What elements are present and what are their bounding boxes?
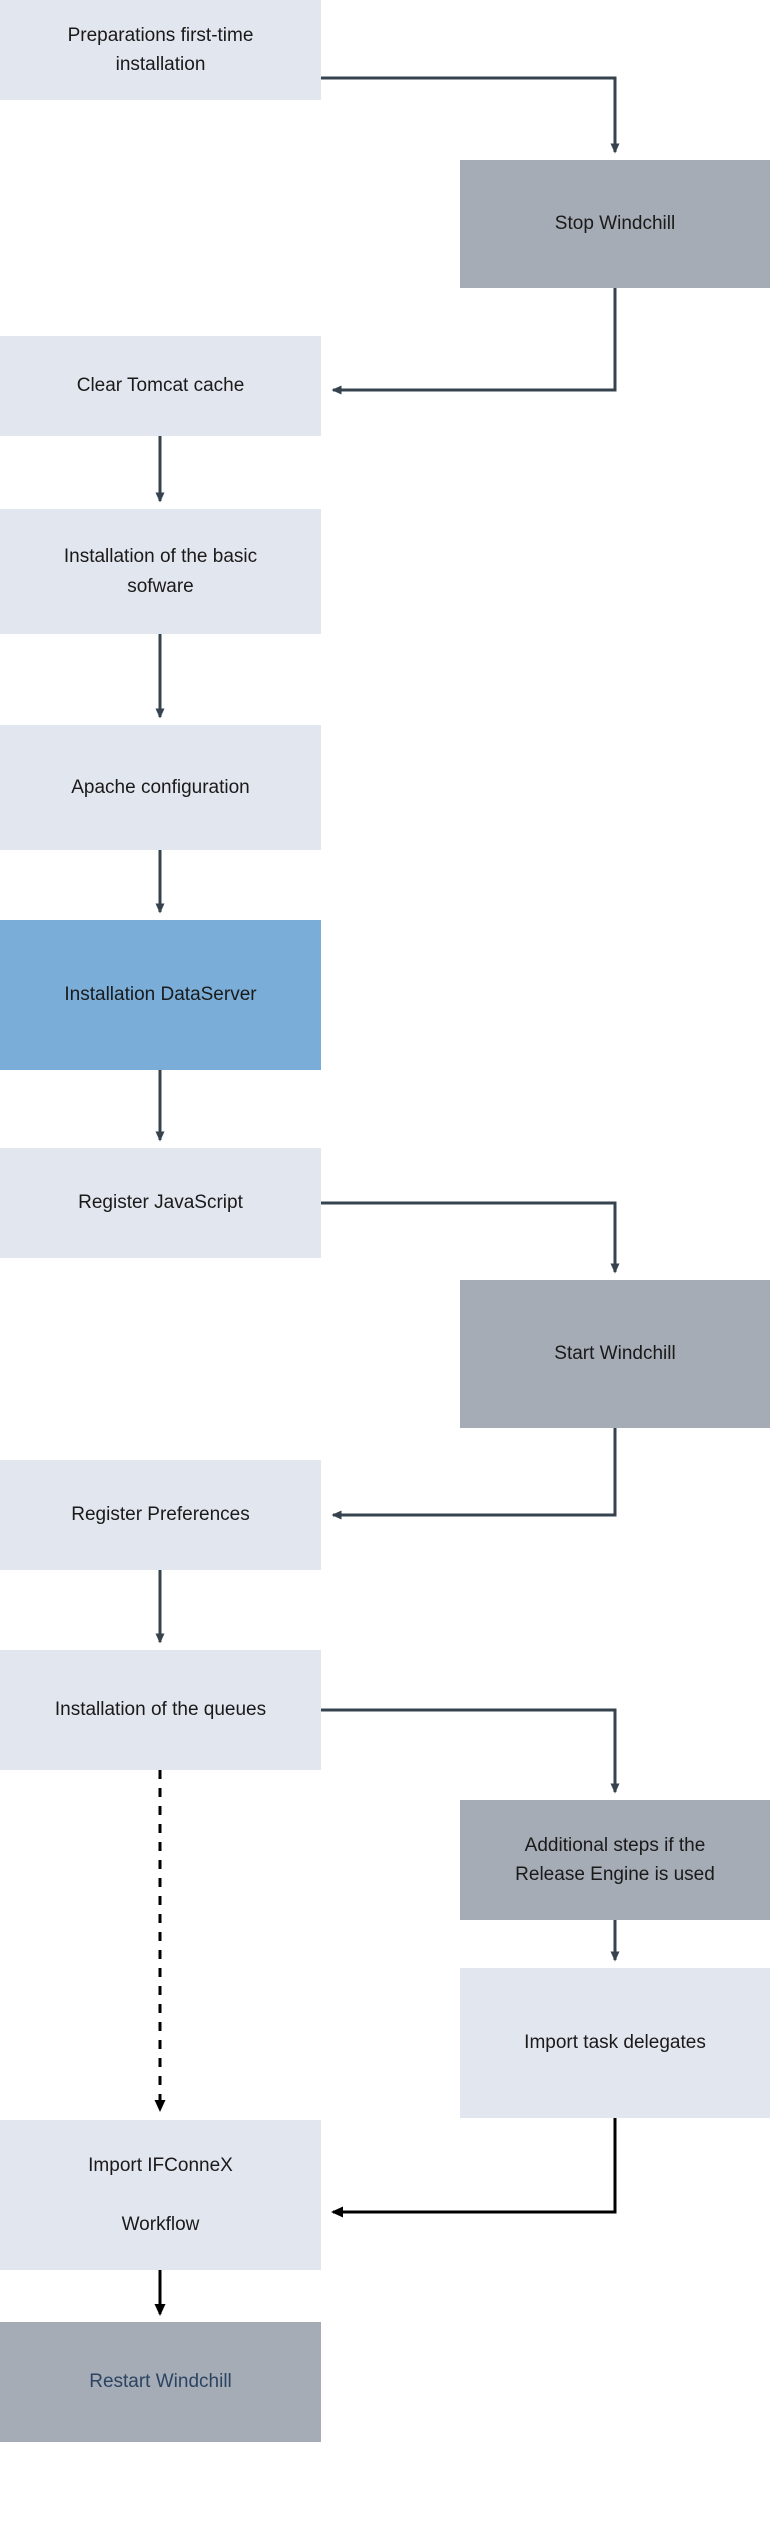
edge-javascript-to-start [321, 1201, 620, 1274]
node-delegates[interactable]: Import task delegates [460, 1968, 770, 2118]
node-apache[interactable]: Apache configuration [0, 725, 321, 850]
node-javascript[interactable]: Register JavaScript [0, 1148, 321, 1258]
edge-stop-to-cache [331, 288, 617, 395]
node-ifconnex[interactable]: Import IFConneX Workflow [0, 2120, 321, 2270]
node-dataserver[interactable]: Installation DataServer [0, 920, 321, 1070]
node-release[interactable]: Additional steps if the Release Engine i… [460, 1800, 770, 1920]
node-prep[interactable]: Preparations first-time installation [0, 0, 321, 100]
edge-start-to-prefs [331, 1428, 617, 1520]
node-start[interactable]: Start Windchill [460, 1280, 770, 1428]
node-queues[interactable]: Installation of the queues [0, 1650, 321, 1770]
node-restart[interactable]: Restart Windchill [0, 2322, 321, 2442]
edge-prep-to-stop [321, 76, 620, 154]
node-stop[interactable]: Stop Windchill [460, 160, 770, 288]
node-prefs[interactable]: Register Preferences [0, 1460, 321, 1570]
edge-delegates-to-ifconnex [331, 2118, 617, 2218]
edge-queues-to-release [321, 1708, 620, 1794]
node-basic[interactable]: Installation of the basic sofware [0, 509, 321, 634]
node-cache[interactable]: Clear Tomcat cache [0, 336, 321, 436]
